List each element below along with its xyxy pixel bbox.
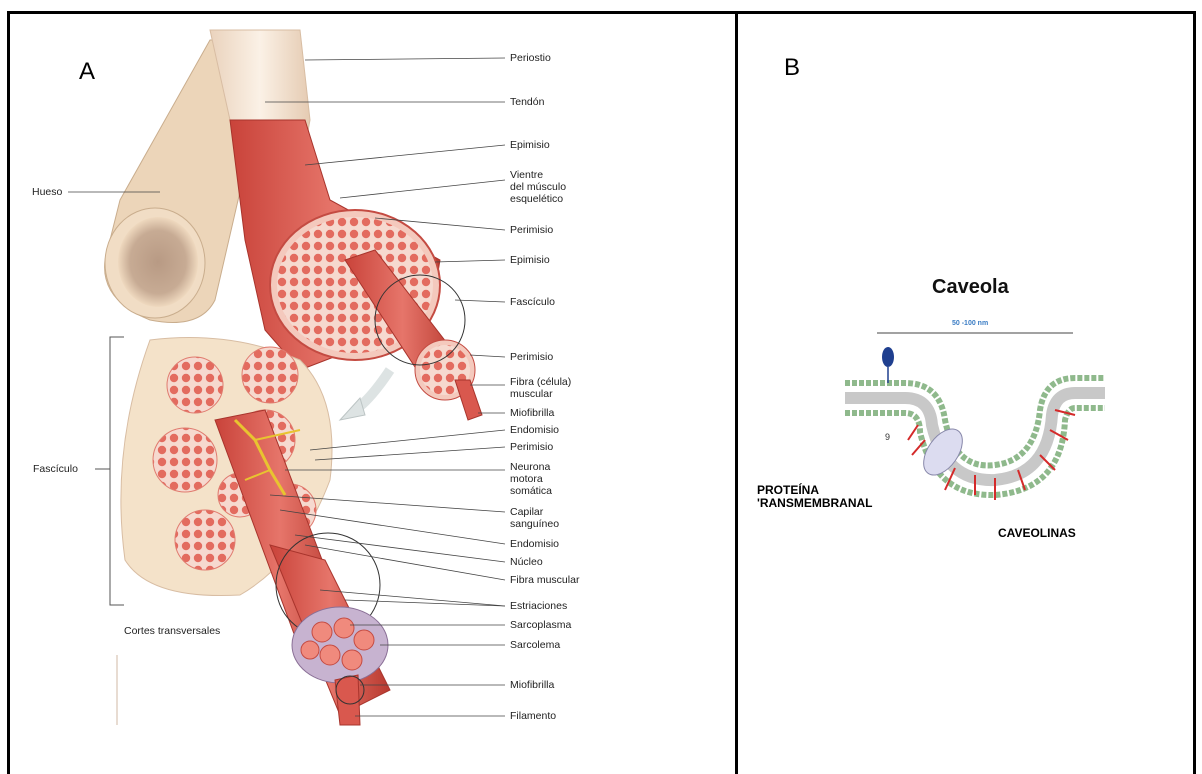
label-caveolinas: CAVEOLINAS bbox=[998, 526, 1076, 540]
panel-a-letter: A bbox=[79, 58, 95, 86]
label-sarcolema: Sarcolema bbox=[510, 639, 560, 651]
label-hueso: Hueso bbox=[32, 186, 62, 198]
label-endomisio-2: Endomisio bbox=[510, 538, 559, 550]
label-endomisio: Endomisio bbox=[510, 424, 559, 436]
label-fasciculo: Fascículo bbox=[510, 296, 555, 308]
label-filamento: Filamento bbox=[510, 710, 556, 722]
label-sarcoplasma: Sarcoplasma bbox=[510, 619, 571, 631]
label-proteina-transmembranal: PROTEÍNA 'RANSMEMBRANAL bbox=[757, 484, 873, 510]
scale-label: 50 -100 nm bbox=[952, 320, 988, 327]
glycoprotein-icon bbox=[882, 347, 894, 367]
caveola-title: Caveola bbox=[932, 276, 1009, 299]
label-tendon: Tendón bbox=[510, 96, 544, 108]
label-estriaciones: Estriaciones bbox=[510, 600, 567, 612]
label-nucleo: Núcleo bbox=[510, 556, 543, 568]
label-periostio: Periostio bbox=[510, 52, 551, 64]
label-perimisio-2: Perimisio bbox=[510, 351, 553, 363]
label-miofibrilla: Miofibrilla bbox=[510, 407, 554, 419]
label-perimisio: Perimisio bbox=[510, 224, 553, 236]
label-fibra-celula: Fibra (célula) muscular bbox=[510, 376, 571, 400]
label-neurona: Neurona motora somática bbox=[510, 461, 552, 497]
label-fibra-muscular: Fibra muscular bbox=[510, 574, 579, 586]
label-vientre: Vientre del músculo esquelético bbox=[510, 169, 566, 205]
label-miofibrilla-2: Miofibrilla bbox=[510, 679, 554, 691]
label-epimisio: Epimisio bbox=[510, 139, 550, 151]
label-capilar: Capilar sanguíneo bbox=[510, 506, 559, 530]
label-epimisio-2: Epimisio bbox=[510, 254, 550, 266]
caveola-number: 9 bbox=[885, 432, 890, 442]
label-fasciculo-left: Fascículo bbox=[33, 463, 78, 475]
label-cortes-transversales: Cortes transversales bbox=[124, 625, 220, 637]
panel-b-letter: B bbox=[784, 54, 800, 82]
label-perimisio-3: Perimisio bbox=[510, 441, 553, 453]
